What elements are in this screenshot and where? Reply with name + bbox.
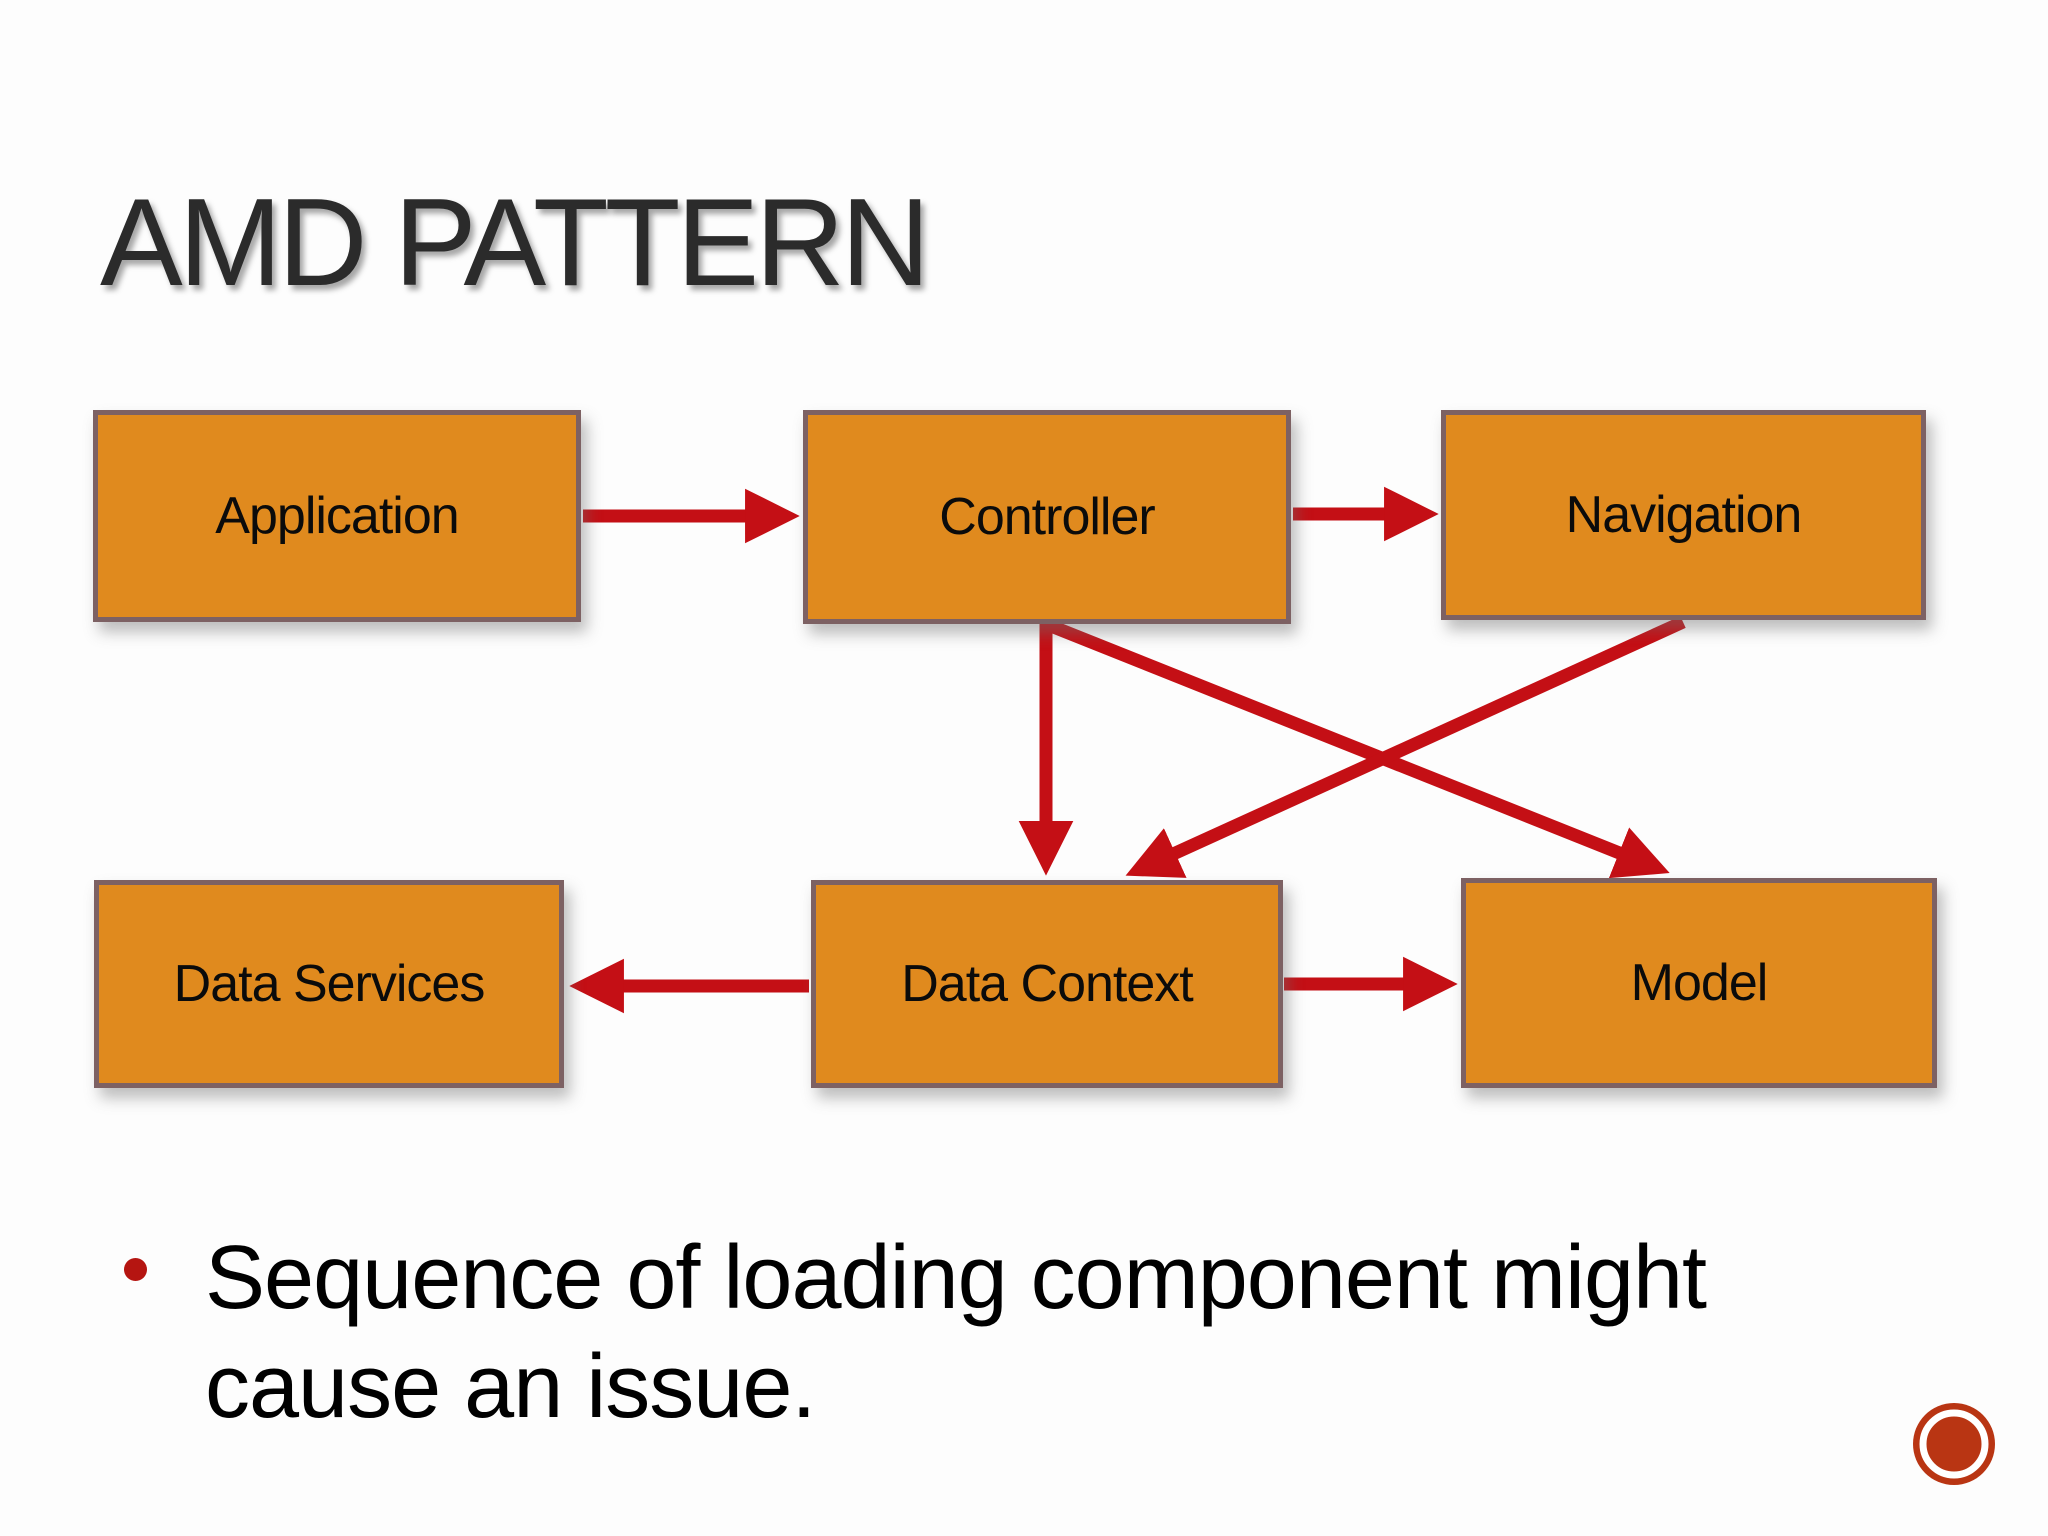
bullet-text: Sequence of loading component might caus… [205, 1228, 1707, 1437]
node-controller: Controller [803, 410, 1291, 624]
node-data-services-label: Data Services [173, 955, 486, 1013]
edge-navigation-datacontext [1125, 616, 1686, 878]
corner-circle-decoration-icon [1913, 1403, 1995, 1485]
node-controller-label: Controller [939, 488, 1155, 546]
edge-controller-model [1043, 617, 1670, 879]
node-model: Model [1461, 878, 1937, 1088]
node-model-label: Model [1630, 954, 1769, 1012]
node-data-services: Data Services [94, 880, 564, 1088]
bullet-item: Sequence of loading component might caus… [124, 1224, 1804, 1442]
node-navigation: Navigation [1441, 410, 1926, 620]
bullet-marker-icon [124, 1258, 147, 1281]
node-data-context-label: Data Context [901, 955, 1193, 1013]
slide-title: AMD PATTERN [100, 174, 930, 312]
node-application: Application [93, 410, 581, 622]
node-navigation-label: Navigation [1565, 486, 1803, 544]
node-application-label: Application [215, 487, 459, 545]
node-data-context: Data Context [811, 880, 1283, 1088]
